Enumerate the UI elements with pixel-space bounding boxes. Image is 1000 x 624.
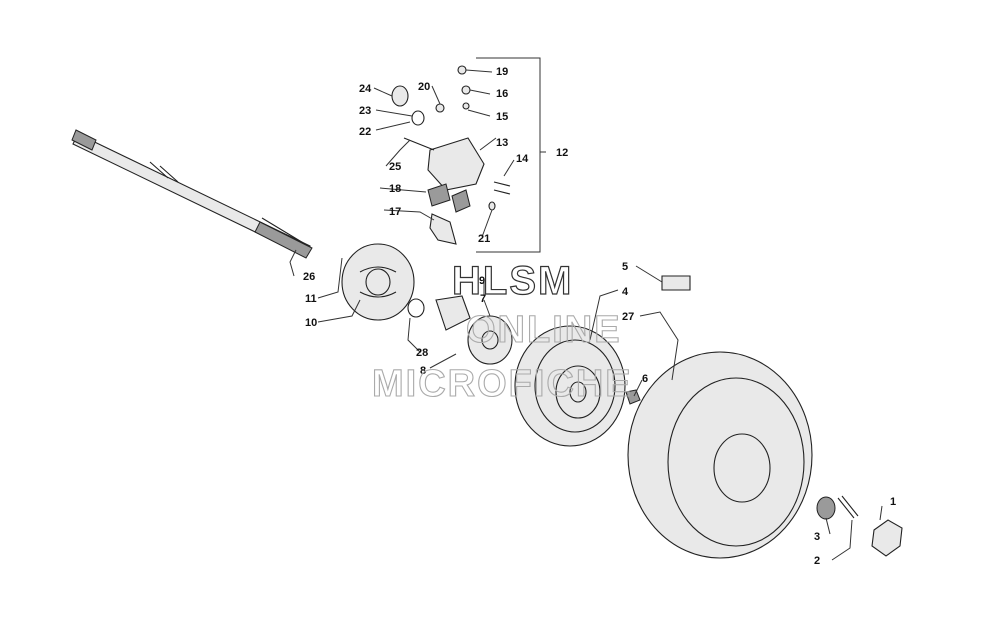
callout-21: 21 xyxy=(478,233,490,245)
tire xyxy=(627,351,813,559)
callout-7: 7 xyxy=(480,293,486,305)
cotter-pin xyxy=(837,495,859,519)
callout-11: 11 xyxy=(305,293,317,305)
wheel-stud xyxy=(661,275,691,291)
axle-nut xyxy=(816,496,836,520)
callout-24: 24 xyxy=(359,83,372,95)
callout-1: 1 xyxy=(890,496,896,508)
callout-26: 26 xyxy=(303,271,315,283)
wheel-hub xyxy=(435,295,513,365)
hub-cap xyxy=(871,519,903,557)
callout-16: 16 xyxy=(496,88,508,100)
caliper-bracket xyxy=(429,213,457,245)
callout-14: 14 xyxy=(516,153,529,165)
callout-20: 20 xyxy=(418,81,430,93)
brake-disc xyxy=(341,243,415,321)
callout-28: 28 xyxy=(416,347,428,359)
group-bracket xyxy=(476,57,546,253)
callout-4: 4 xyxy=(622,286,629,298)
callout-2: 2 xyxy=(814,555,820,567)
axle-shaft xyxy=(71,129,313,259)
watermark: HLSM ONLINE MICROFICHE xyxy=(371,258,633,405)
callout-10: 10 xyxy=(305,317,317,329)
watermark-line-1: HLSM xyxy=(452,259,573,303)
callout-27: 27 xyxy=(622,311,634,323)
callout-12: 12 xyxy=(556,147,568,159)
callout-18: 18 xyxy=(389,183,401,195)
callout-23: 23 xyxy=(359,105,371,117)
callout-9: 9 xyxy=(479,275,485,287)
callout-15: 15 xyxy=(496,111,508,123)
caliper-pins xyxy=(493,181,511,195)
callout-labels: 1 2 3 4 5 6 7 8 9 10 11 12 13 14 15 16 1… xyxy=(303,66,896,567)
callout-3: 3 xyxy=(814,531,820,543)
callout-19: 19 xyxy=(496,66,508,78)
o-ring xyxy=(407,298,425,318)
lug-nut xyxy=(625,389,641,405)
callout-6: 6 xyxy=(642,373,648,385)
callout-22: 22 xyxy=(359,126,371,138)
callout-8: 8 xyxy=(420,365,426,377)
leader-lines xyxy=(289,69,883,561)
watermark-line-3: MICROFICHE xyxy=(372,363,633,405)
wheel-rim xyxy=(514,325,626,447)
callout-5: 5 xyxy=(622,261,628,273)
callout-13: 13 xyxy=(496,137,508,149)
brake-caliper xyxy=(403,137,485,191)
callout-17: 17 xyxy=(389,206,401,218)
watermark-line-2: ONLINE xyxy=(466,309,622,351)
callout-25: 25 xyxy=(389,161,401,173)
brake-pads xyxy=(427,183,471,213)
